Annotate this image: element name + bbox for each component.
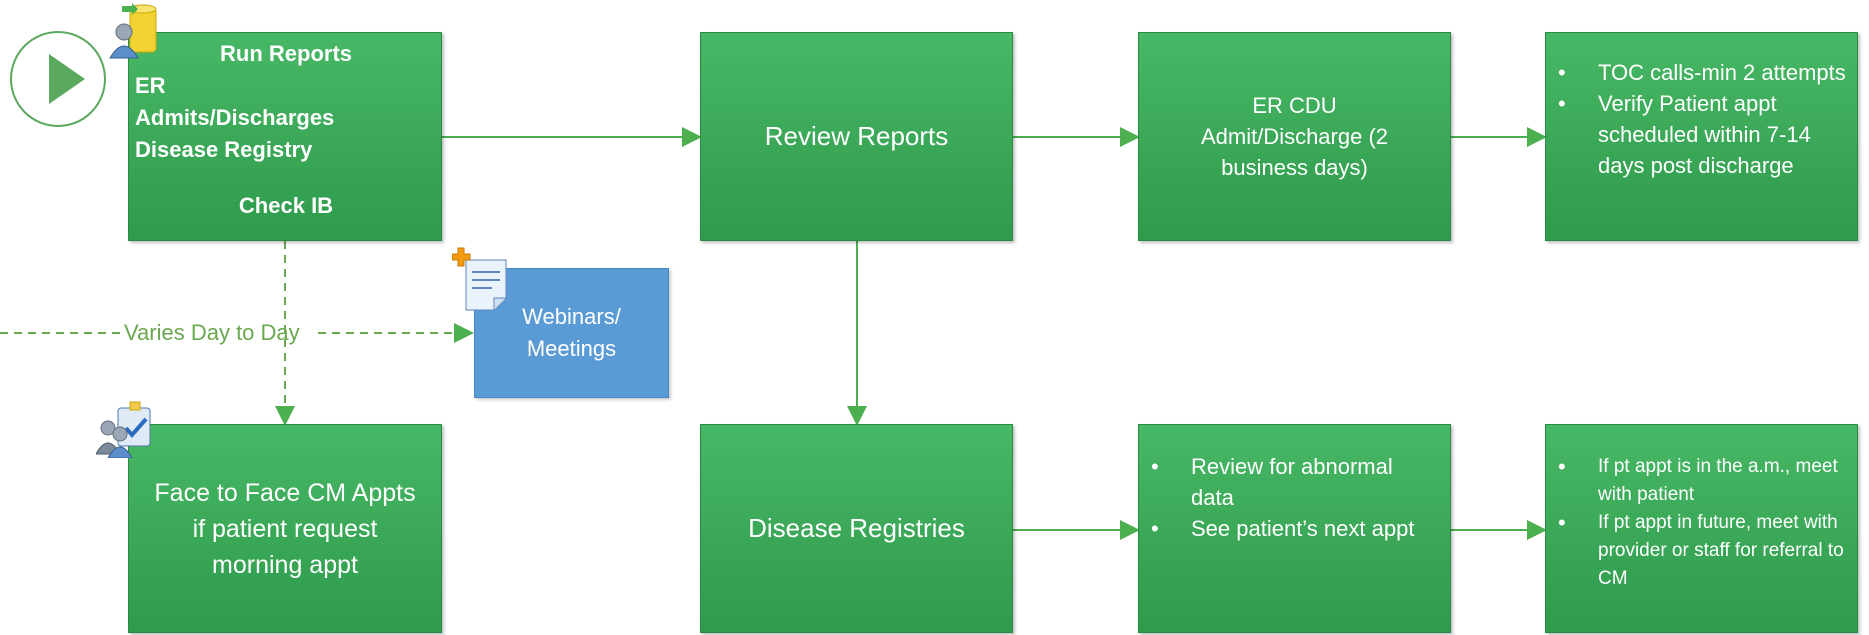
user-database-icon [106,2,166,60]
er-cdu-box[interactable]: ER CDU Admit/Discharge (2 business days) [1138,32,1451,241]
varies-day-to-day-label: Varies Day to Day [124,320,300,345]
review-abnormal-bullet-2: See patient’s next appt [1139,513,1440,544]
er-cdu-line-3: business days) [1221,155,1368,180]
play-triangle-icon [10,31,106,127]
run-reports-line-admits: Admits/Discharges [135,105,335,130]
run-reports-line-er: ER [135,73,166,98]
face-to-face-box[interactable]: Face to Face CM Appts if patient request… [128,424,442,633]
review-reports-label: Review Reports [764,121,949,151]
webinars-line-1: Webinars/ [522,304,621,329]
face-to-face-line-2: if patient request [192,514,378,543]
pt-appt-box[interactable]: If pt appt is in the a.m., meet with pat… [1545,424,1858,633]
disease-registries-box[interactable]: Disease Registries [700,424,1013,633]
run-reports-title: Run Reports [220,41,352,66]
face-to-face-line-3: morning appt [212,550,358,579]
users-checklist-icon [95,398,162,459]
toc-box[interactable]: TOC calls-min 2 attempts Verify Patient … [1545,32,1858,241]
review-abnormal-bullet-1: Review for abnormal data [1139,451,1440,513]
review-abnormal-box[interactable]: Review for abnormal data See patient’s n… [1138,424,1451,633]
toc-bullet-2: Verify Patient appt scheduled within 7-1… [1546,88,1849,181]
webinars-line-2: Meetings [526,336,617,361]
run-reports-box[interactable]: Run Reports ER Admits/Discharges Disease… [128,32,442,241]
face-to-face-line-1: Face to Face CM Appts [154,478,416,507]
toc-bullet-1: TOC calls-min 2 attempts [1546,57,1849,88]
run-reports-line-registry: Disease Registry [135,137,313,162]
pt-appt-bullet-1: If pt appt is in the a.m., meet with pat… [1546,453,1849,509]
start-button[interactable] [9,30,107,128]
pt-appt-bullet-2: If pt appt in future, meet with provider… [1546,509,1849,593]
disease-registries-label: Disease Registries [748,513,965,543]
review-reports-box[interactable]: Review Reports [700,32,1013,241]
er-cdu-line-2: Admit/Discharge (2 [1200,124,1389,149]
run-reports-footer: Check IB [238,193,334,218]
er-cdu-line-1: ER CDU [1252,93,1337,118]
document-add-icon [451,246,518,312]
